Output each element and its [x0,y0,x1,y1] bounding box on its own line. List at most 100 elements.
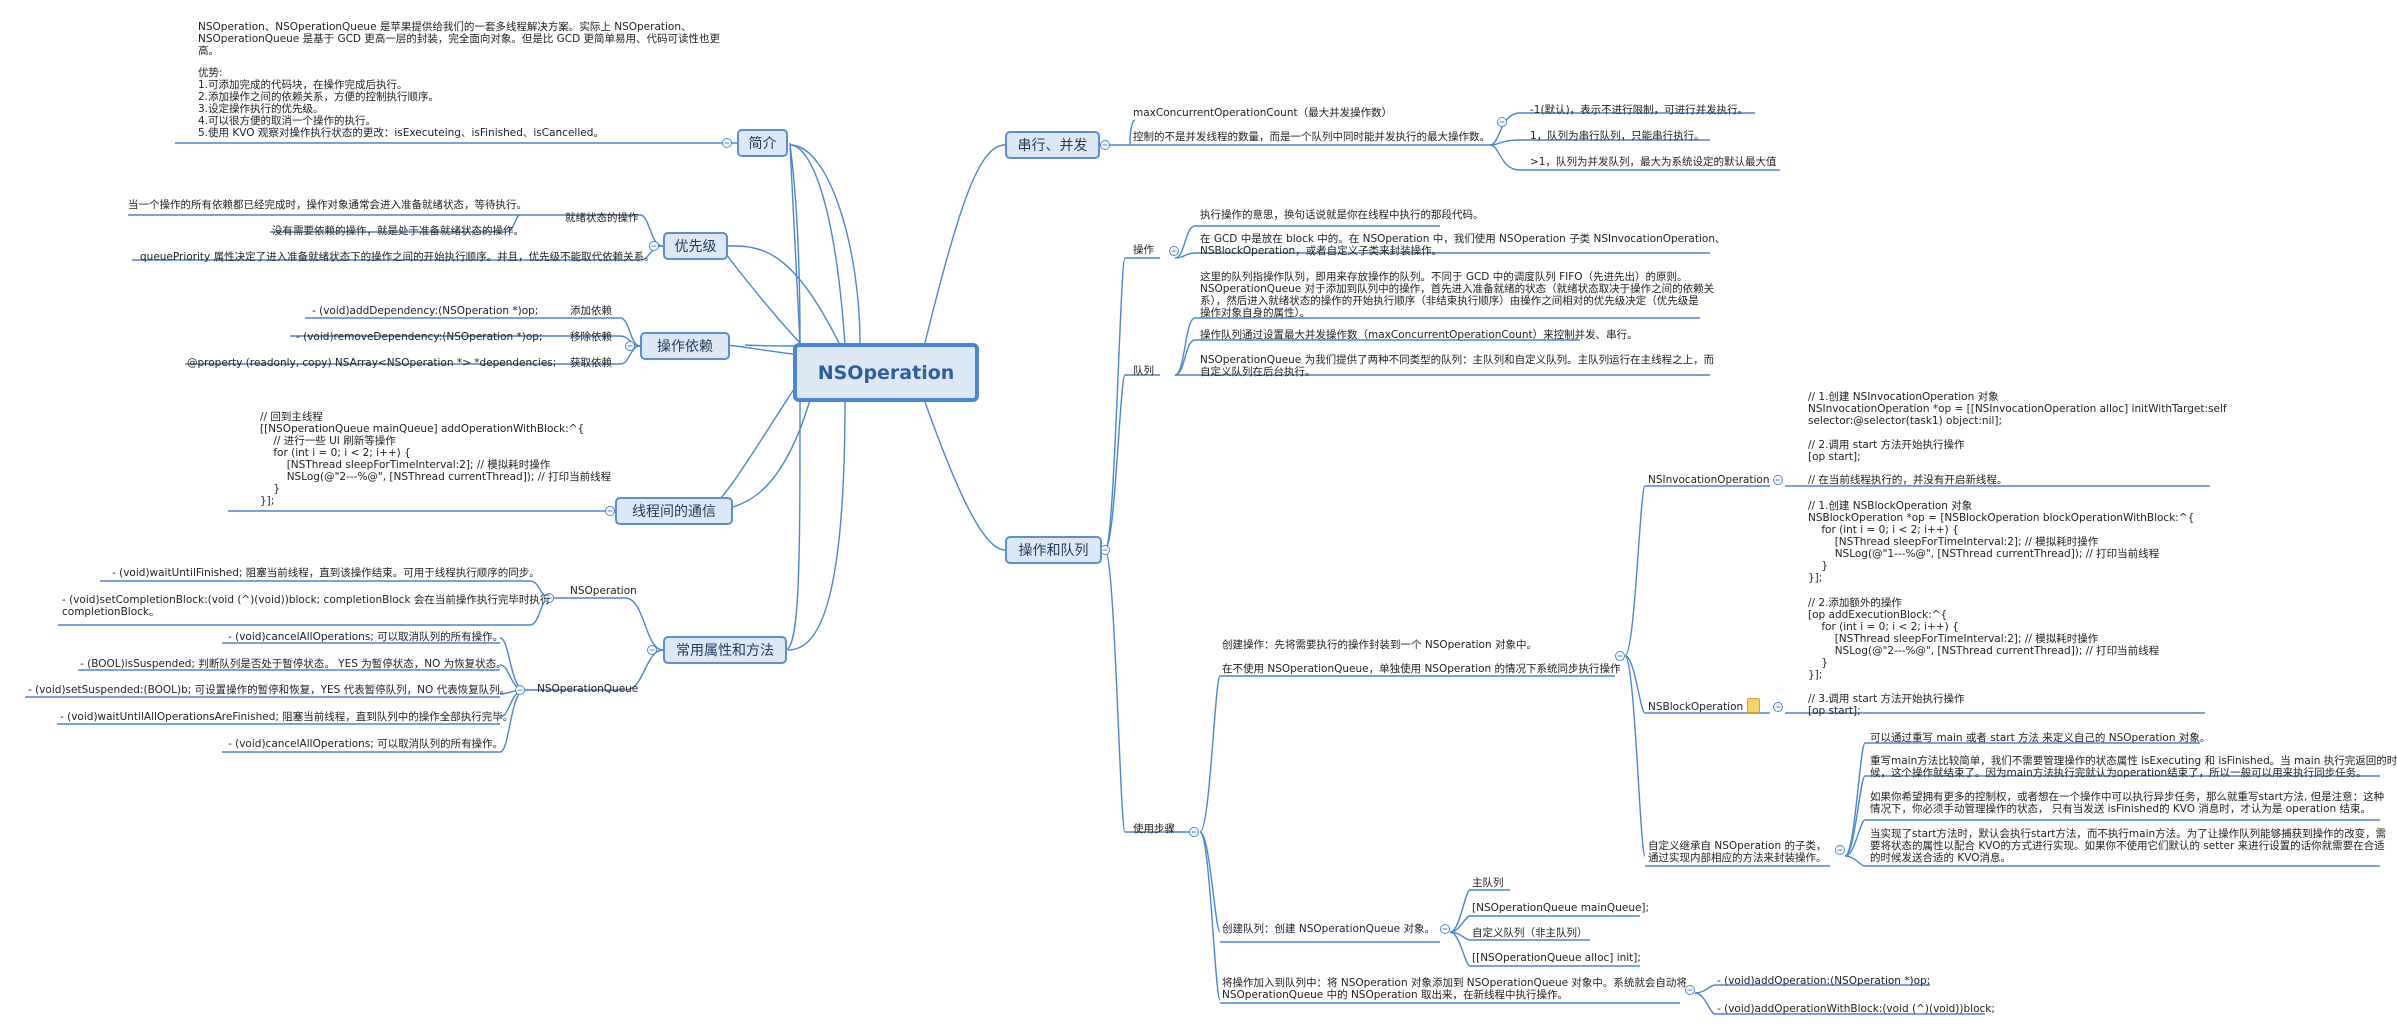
max-concurrent-value: 1，队列为串行队列，只能串行执行。 [1530,130,1705,142]
intro-advantage: 1.可添加完成的代码块，在操作完成后执行。 [198,79,408,91]
thread-comm-code: } [260,483,281,495]
block-code: [NSThread sleepForTimeInterval:2]; // 模拟… [1808,633,2099,645]
queue-desc: 操作队列通过设置最大并发操作数（maxConcurrentOperationCo… [1200,329,1638,341]
intro-advantage: 3.设定操作执行的优先级。 [198,103,324,115]
thread-comm-code: // 回到主线程 [260,411,323,423]
thread-comm-code: }]; [260,495,275,507]
queue-method: - (void)cancelAllOperations; 可以取消队列的所有操作… [228,631,504,643]
custom-queue-code: [[NSOperationQueue alloc] init]; [1472,952,1641,964]
nsoperation-label: NSOperation [570,585,637,597]
operation-desc: 在 GCD 中是放在 block 中的。在 NSOperation 中，我们使用… [1200,233,1726,245]
branch-priority[interactable]: 优先级 [663,232,728,260]
block-code: for (int i = 0; i < 2; i++) { [1808,621,1959,633]
branch-serial-concurrent[interactable]: 串行、并发 [1005,131,1100,159]
block-code: [NSThread sleepForTimeInterval:2]; // 模拟… [1808,536,2099,548]
main-queue-label: 主队列 [1472,877,1504,889]
custom-subclass-text: 情况下，你必须手动管理操作的状态， 只有当发送 isFinished的 KVO … [1870,803,2371,815]
invocation-code: // 在当前线程执行的，并没有开启新线程。 [1808,474,2008,486]
queue-desc: NSOperationQueue 为我们提供了两种不同类型的队列：主队列和自定义… [1200,354,1715,366]
nsoperation-method: - (void)setCompletionBlock:(void (^)(voi… [62,594,551,606]
queue-method: - (void)waitUntilAllOperationsAreFinishe… [60,711,514,723]
dependency-code: @property (readonly, copy) NSArray<NSOpe… [187,357,557,369]
max-concurrent-desc: 控制的不是并发线程的数量，而是一个队列中同时能并发执行的最大操作数。 [1133,131,1490,143]
block-code: [op start]; [1808,705,1861,717]
intro-text: NSOperationQueue 是基于 GCD 更高一层的封装，完全面向对象。… [198,33,721,45]
thread-comm-code: [NSThread sleepForTimeInterval:2]; // 模拟… [260,459,551,471]
max-concurrent-value: -1(默认)，表示不进行限制，可进行并发执行。 [1530,104,1749,116]
note-icon[interactable] [1747,698,1760,713]
nsoperationqueue-label: NSOperationQueue [537,683,639,695]
invocation-code: NSInvocationOperation *op = [[NSInvocati… [1808,403,2227,415]
root-node[interactable]: NSOperation [793,343,979,402]
block-code: } [1808,560,1829,572]
operation-label: 操作 [1133,244,1154,256]
block-code: NSBlockOperation *op = [NSBlockOperation… [1808,512,2195,524]
queue-desc: 操作对象自身的属性）。 [1200,307,1311,319]
dependency-code: - (void)addDependency:(NSOperation *)op; [312,305,539,317]
block-code: NSLog(@"2---%@", [NSThread currentThread… [1808,645,2160,657]
queue-desc: 自定义队列在后台执行。 [1200,366,1316,378]
priority-text: queuePriority 属性决定了进入准备就绪状态下的操作之间的开始执行顺序… [140,251,655,263]
block-code: } [1808,657,1829,669]
nsoperation-method: - (void)waitUntilFinished; 阻塞当前线程，直到该操作结… [112,567,540,579]
priority-text: 当一个操作的所有依赖都已经完成时，操作对象通常会进入准备就绪状态，等待执行。 [128,199,527,211]
steps-label: 使用步骤 [1133,823,1175,835]
add-operation-method: - (void)addOperationWithBlock:(void (^)(… [1717,1003,1995,1015]
invocation-label: NSInvocationOperation [1648,474,1770,486]
custom-subclass-text: 候，这个操作就结束了。因为main方法执行完就认为operation结束了，所以… [1870,767,2367,779]
custom-queue-label: 自定义队列（非主队列） [1472,927,1588,939]
collapse-toggle-minus [517,121,1843,991]
block-code: for (int i = 0; i < 2; i++) { [1808,524,1959,536]
queue-method: - (void)cancelAllOperations; 可以取消队列的所有操作… [228,738,504,750]
custom-subclass-text: 如果你希望拥有更多的控制权，或者想在一个操作中可以执行异步任务，那么就重写sta… [1870,791,2385,803]
invocation-code: selector:@selector(task1) object:nil]; [1808,415,2003,427]
thread-comm-code: NSLog(@"2---%@", [NSThread currentThread… [260,471,612,483]
intro-advantage: 4.可以很方便的取消一个操作的执行。 [198,115,377,127]
blockoperation-label: NSBlockOperation [1648,701,1744,713]
intro-text: NSOperation、NSOperationQueue 是苹果提供给我们的一套… [198,21,692,33]
custom-subclass-text: 可以通过重写 main 或者 start 方法 来定义自己的 NSOperati… [1870,732,2211,744]
block-code: // 1.创建 NSBlockOperation 对象 [1808,500,1973,512]
block-code: NSLog(@"1---%@", [NSThread currentThread… [1808,548,2160,560]
max-concurrent-value: >1，队列为并发队列，最大为系统设定的默认最大值 [1530,156,1777,168]
branch-intro[interactable]: 简介 [737,129,788,157]
create-operation-text: 在不使用 NSOperationQueue，单独使用 NSOperation 的… [1222,663,1621,675]
block-code: }]; [1808,572,1823,584]
dependency-label: 获取依赖 [570,357,612,369]
create-operation-text: 创建操作：先将需要执行的操作封装到一个 NSOperation 对象中。 [1222,639,1537,651]
block-code: // 2.添加额外的操作 [1808,597,1902,609]
custom-subclass-text: 的时候发送合适的 KVO消息。 [1870,852,2011,864]
ready-state-label: 就绪状态的操作 [565,212,639,224]
custom-subclass-label: 自定义继承自 NSOperation 的子类， [1648,840,1827,852]
priority-text: 没有需要依赖的操作，就是处于准备就绪状态的操作。 [272,225,524,237]
invocation-code: // 1.创建 NSInvocationOperation 对象 [1808,391,1999,403]
thread-comm-code: [[NSOperationQueue mainQueue] addOperati… [260,423,585,435]
queue-method: - (void)setSuspended:(BOOL)b; 可设置操作的暂停和恢… [28,684,511,696]
branch-thread-communication[interactable]: 线程间的通信 [615,497,733,525]
dependency-label: 添加依赖 [570,305,612,317]
branch-dependency[interactable]: 操作依赖 [640,332,730,360]
branch-common-methods[interactable]: 常用属性和方法 [663,636,787,664]
intro-advantage: 5.使用 KVO 观察对操作执行状态的更改：isExecuteing、isFin… [198,127,604,139]
thread-comm-code: for (int i = 0; i < 2; i++) { [260,447,411,459]
branch-operation-queue[interactable]: 操作和队列 [1005,536,1102,564]
add-operation-method: - (void)addOperation:(NSOperation *)op; [1717,975,1931,987]
add-to-queue-text: NSOperationQueue 中的 NSOperation 取出来，在新线程… [1222,989,1569,1001]
create-queue-text: 创建队列：创建 NSOperationQueue 对象。 [1222,923,1435,935]
intro-text: 高。 [198,45,219,57]
connector-lines [25,112,2380,1015]
dependency-label: 移除依赖 [570,331,612,343]
add-to-queue-text: 将操作加入到队列中：将 NSOperation 对象添加到 NSOperatio… [1222,977,1687,989]
custom-subclass-text: 当实现了start方法时，默认会执行start方法，而不执行main方法。为了让… [1870,828,2387,840]
block-code: // 3.调用 start 方法开始执行操作 [1808,693,1965,705]
queue-desc: NSOperationQueue 对于添加到队列中的操作，首先进入准备就绪的状态… [1200,283,1715,295]
intro-advantages-title: 优势: [198,67,223,79]
queue-method: - (BOOL)isSuspended; 判断队列是否处于暂停状态。 YES 为… [80,658,507,670]
custom-subclass-label: 通过实现内部相应的方法来封装操作。 [1648,852,1827,864]
operation-desc: 执行操作的意思，换句话说就是你在线程中执行的那段代码。 [1200,209,1484,221]
custom-subclass-text: 重写main方法比较简单，我们不需要管理操作的状态属性 isExecuting … [1870,755,2397,767]
main-queue-code: [NSOperationQueue mainQueue]; [1472,902,1650,914]
custom-subclass-text: 要将状态的属性以配合 KVO的方式进行实现。如果你不使用它们默认的 setter… [1870,840,2385,852]
block-code: [op addExecutionBlock:^{ [1808,609,1948,621]
